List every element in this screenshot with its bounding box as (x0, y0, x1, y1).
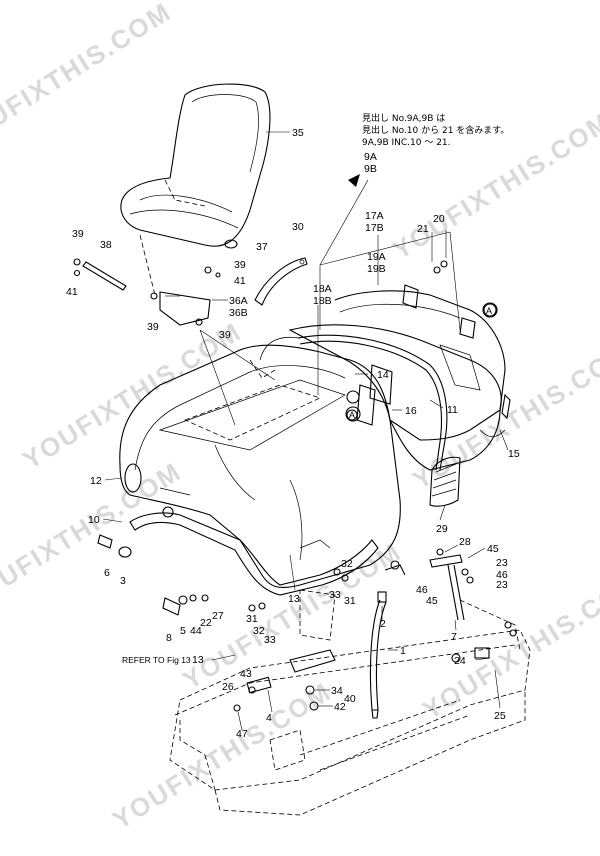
latch-parts (97, 506, 349, 616)
ref-9a: 9A (364, 151, 377, 163)
part-label: 6 (104, 567, 110, 579)
seat-rail (73, 234, 158, 300)
part-label: 18A (313, 283, 332, 295)
part-label: 12 (90, 475, 102, 487)
part-label: 16 (405, 405, 417, 417)
hood-body (119, 336, 401, 589)
watermark: YOUFIXTHIS.COM (107, 676, 337, 835)
part-label: 40 (344, 693, 356, 705)
part-label: 41 (234, 275, 246, 287)
part-label: 23 (496, 557, 508, 569)
part-label: 37 (256, 241, 268, 253)
part-label: 39 (234, 259, 246, 271)
part-label: 46 (416, 584, 428, 596)
part-label: 26 (222, 681, 234, 693)
part-label: 13 (192, 654, 204, 666)
part-label: 32 (341, 558, 353, 570)
part-label: 5 (180, 625, 186, 637)
part-label: 13 (288, 593, 300, 605)
cable (369, 591, 387, 719)
lower-bolts (233, 621, 517, 712)
part-label: 4 (266, 712, 272, 724)
notes-block: 見出し No.9A,9B は 見出し No.10 から 21 を含みます。 9A… (348, 112, 509, 187)
part-label: 27 (212, 610, 224, 622)
lower-bracket (289, 589, 336, 673)
part-label: 32 (253, 625, 265, 637)
part-label: 42 (334, 701, 346, 713)
part-label: 36A (229, 295, 248, 307)
note-line-2: 見出し No.10 から 21 を含みます。 (362, 124, 509, 136)
part-labels: 38 39 41 35 37 39 41 36A 36B 39 39 30 17… (66, 127, 520, 740)
part-label: 33 (264, 634, 276, 646)
grab-handle (254, 257, 308, 306)
part-label: 7 (451, 631, 457, 643)
part-label: 39 (72, 228, 84, 240)
part-label: 43 (240, 668, 252, 680)
part-label: 2 (380, 618, 386, 630)
seat-knob (224, 239, 238, 249)
part-label: 46 (496, 569, 508, 581)
part-label: 47 (236, 728, 248, 740)
watermark: YOUFIXTHIS.COM (0, 0, 177, 155)
part-label: 20 (433, 213, 445, 225)
note-line-3: 9A,9B INC.10 ～ 21. (362, 138, 451, 148)
part-label: 45 (487, 543, 499, 555)
part-label: 10 (88, 514, 100, 526)
direction-arrow-icon (348, 174, 360, 187)
gas-spring (384, 548, 474, 621)
part-label: 11 (447, 404, 458, 416)
part-label: 33 (329, 589, 341, 601)
part-label: 28 (459, 536, 471, 548)
watermark-layer: YOUFIXTHIS.COM YOUFIXTHIS.COM YOUFIXTHIS… (0, 0, 600, 835)
callout-a: A (486, 306, 492, 316)
part-label: 21 (417, 223, 429, 235)
part-label: 38 (100, 239, 112, 251)
part-label: 24 (454, 655, 466, 667)
part-label: 29 (436, 523, 448, 535)
part-label: 34 (331, 685, 343, 697)
part-label: 8 (166, 632, 172, 644)
part-label: 39 (219, 329, 231, 341)
part-label: 17A (365, 210, 384, 222)
callout-a: A (349, 410, 355, 420)
callouts: A A (345, 302, 498, 422)
part-label: 14 (377, 369, 389, 381)
refer-to-fig-text: REFER TO Fig 13 (122, 655, 191, 665)
part-label: 19A (367, 251, 386, 263)
watermark: YOUFIXTHIS.COM (417, 566, 600, 725)
vent-left (124, 463, 142, 493)
part-label: 45 (426, 595, 438, 607)
part-label: 1 (400, 645, 406, 657)
part-label: 17B (365, 222, 384, 234)
leader-lines (102, 179, 509, 731)
ref-9b: 9B (364, 163, 377, 175)
part-label: 23 (496, 579, 508, 591)
bottom-seal (129, 512, 379, 596)
part-label: 36B (229, 307, 248, 319)
part-label: 35 (292, 127, 304, 139)
part-label: 18B (313, 295, 332, 307)
chassis-frame (169, 599, 531, 816)
part-label: 22 (200, 617, 212, 629)
part-label: 31 (246, 613, 258, 625)
rear-cover (288, 260, 511, 471)
watermark: YOUFIXTHIS.COM (407, 336, 600, 495)
part-label: 3 (120, 575, 126, 587)
note-line-1: 見出し No.9A,9B は (362, 112, 445, 124)
part-label: 25 (494, 710, 506, 722)
part-label: 19B (367, 263, 386, 275)
part-label: 44 (190, 625, 202, 637)
part-label: 39 (147, 321, 159, 333)
seat-bracket (159, 266, 221, 326)
seat (120, 83, 290, 249)
part-label: 15 (508, 448, 520, 460)
watermark: YOUFIXTHIS.COM (17, 316, 247, 475)
part-label: 31 (344, 595, 356, 607)
part-label: 41 (66, 286, 78, 298)
side-grille (429, 456, 461, 507)
part-label: 30 (292, 221, 304, 233)
